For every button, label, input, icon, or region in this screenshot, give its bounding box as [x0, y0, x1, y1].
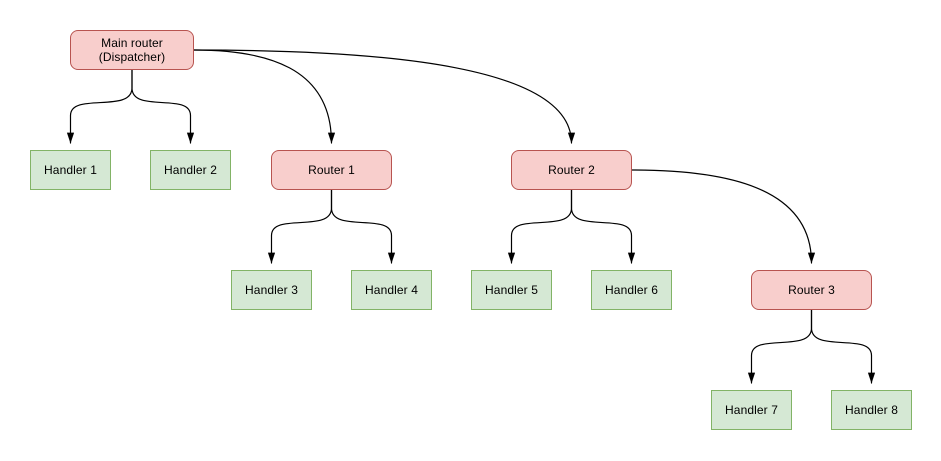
edge-router-3-to-handler-8: [810, 309, 876, 384]
edge-main-router-to-handler-1: [66, 69, 133, 144]
edge-main-router-to-router-1: [193, 49, 336, 144]
node-handler-2[interactable]: Handler 2: [150, 150, 231, 190]
node-label-handler-6: Handler 6: [605, 283, 658, 297]
edge-main-router-to-router-2: [193, 49, 576, 144]
node-handler-4[interactable]: Handler 4: [351, 270, 432, 310]
edge-router-2-to-router-3: [631, 169, 816, 264]
node-handler-8[interactable]: Handler 8: [831, 390, 912, 430]
node-router-3[interactable]: Router 3: [751, 270, 872, 310]
node-label-handler-1: Handler 1: [44, 163, 97, 177]
node-label-handler-4: Handler 4: [365, 283, 418, 297]
node-label-handler-2: Handler 2: [164, 163, 217, 177]
node-label-router-3: Router 3: [788, 283, 835, 297]
node-handler-1[interactable]: Handler 1: [30, 150, 111, 190]
edge-paths: [66, 49, 876, 384]
node-label-handler-5: Handler 5: [485, 283, 538, 297]
node-handler-3[interactable]: Handler 3: [231, 270, 312, 310]
node-router-2[interactable]: Router 2: [511, 150, 632, 190]
node-handler-6[interactable]: Handler 6: [591, 270, 672, 310]
edge-router-2-to-handler-6: [570, 189, 636, 264]
node-label-router-1: Router 1: [308, 163, 355, 177]
edge-main-router-to-handler-2: [131, 69, 195, 144]
node-label-handler-8: Handler 8: [845, 403, 898, 417]
node-router-1[interactable]: Router 1: [271, 150, 392, 190]
node-main-router[interactable]: Main router (Dispatcher): [70, 30, 194, 70]
edge-router-3-to-handler-7: [747, 309, 813, 384]
node-label-router-2: Router 2: [548, 163, 595, 177]
edge-router-2-to-handler-5: [507, 189, 573, 264]
node-handler-7[interactable]: Handler 7: [711, 390, 792, 430]
edge-router-1-to-handler-4: [330, 189, 396, 264]
node-label-handler-7: Handler 7: [725, 403, 778, 417]
node-label-handler-3: Handler 3: [245, 283, 298, 297]
node-label-main-router: Main router (Dispatcher): [98, 36, 166, 64]
edge-router-1-to-handler-3: [267, 189, 333, 264]
node-handler-5[interactable]: Handler 5: [471, 270, 552, 310]
